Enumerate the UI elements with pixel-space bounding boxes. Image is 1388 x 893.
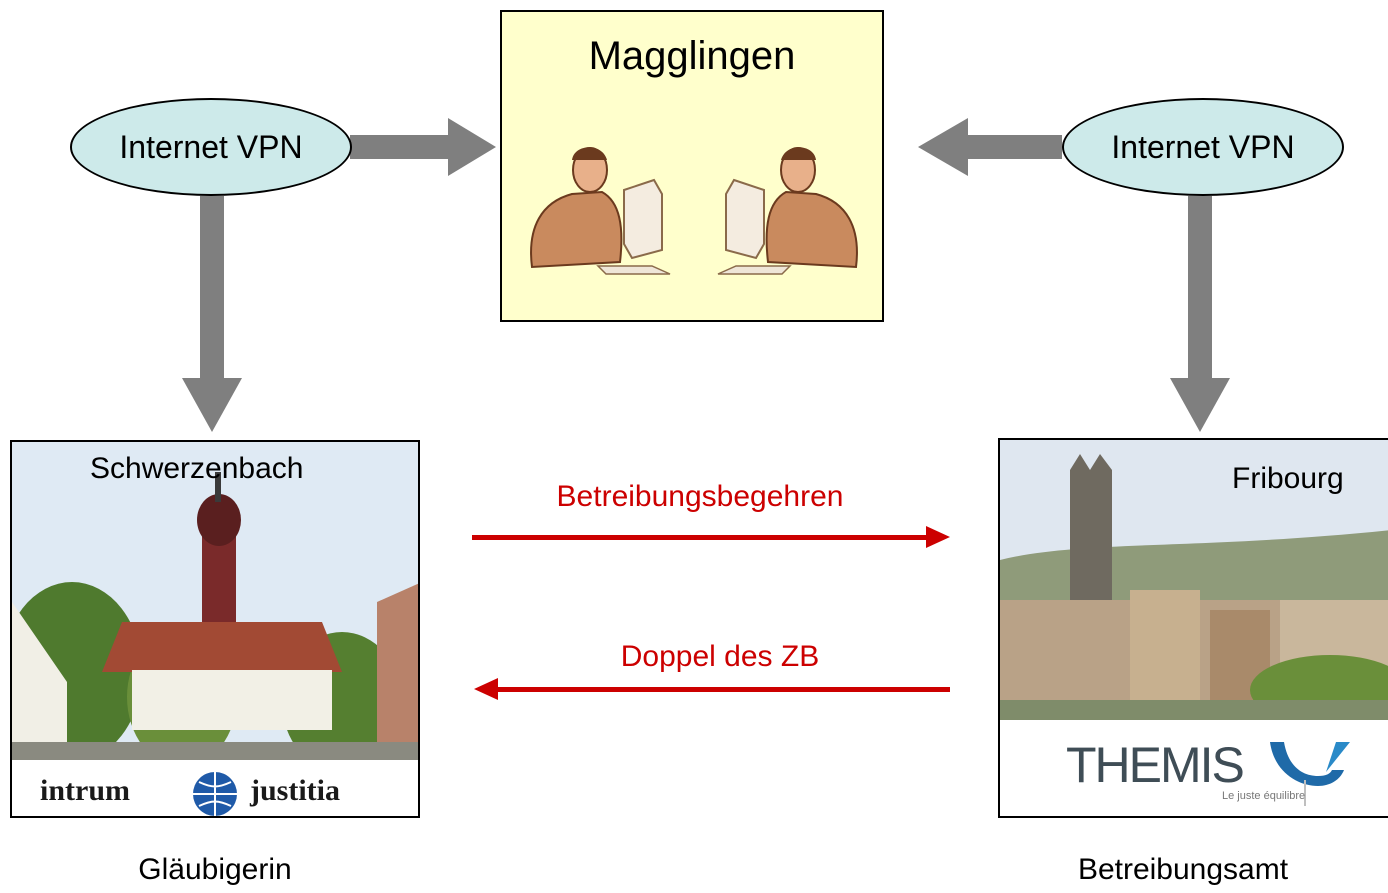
themis-tagline: Le juste équilibre (1222, 790, 1306, 802)
arrow-left-vpn-to-center (350, 118, 496, 176)
caption-right: Betreibungsamt (1077, 853, 1289, 886)
arrow-right-vpn-to-center (918, 118, 1062, 176)
caption-left: Gläubigerin (138, 853, 292, 886)
place-label: Fribourg (1232, 462, 1344, 495)
flow-label-forward: Betreibungsbegehren (556, 480, 844, 513)
themis-scale-icon (1270, 742, 1350, 806)
logo-word-left: intrum (40, 774, 130, 807)
arrow-back-red (474, 678, 950, 700)
themis-logo-text: THEMIS (1066, 737, 1245, 793)
schwerzenbach-photo (12, 442, 418, 816)
person-at-computer-icon (717, 147, 858, 275)
place-label: Schwerzenbach (90, 452, 304, 485)
arrow-right-vpn-down (1170, 196, 1230, 432)
vpn-label: Internet VPN (1111, 128, 1295, 165)
arrow-forward-red (472, 526, 950, 548)
vpn-node-right: Internet VPN (1062, 98, 1344, 196)
vpn-node-left: Internet VPN (70, 98, 352, 196)
vpn-label: Internet VPN (119, 128, 303, 165)
arrow-left-vpn-down (182, 196, 242, 432)
fribourg-photo (1000, 440, 1388, 816)
magglingen-box: Magglingen (500, 10, 884, 322)
site-left-box: Schwerzenbach intrum justitia (10, 440, 420, 818)
magglingen-title: Magglingen (588, 34, 796, 78)
intrum-globe-logo (193, 772, 237, 816)
operators-clipart (530, 147, 858, 275)
logo-word-right: justitia (250, 774, 340, 807)
site-right-box: Fribourg THEMIS Le juste équilibre (998, 438, 1388, 818)
person-at-computer-icon (530, 147, 671, 275)
flow-label-back: Doppel des ZB (620, 640, 820, 673)
